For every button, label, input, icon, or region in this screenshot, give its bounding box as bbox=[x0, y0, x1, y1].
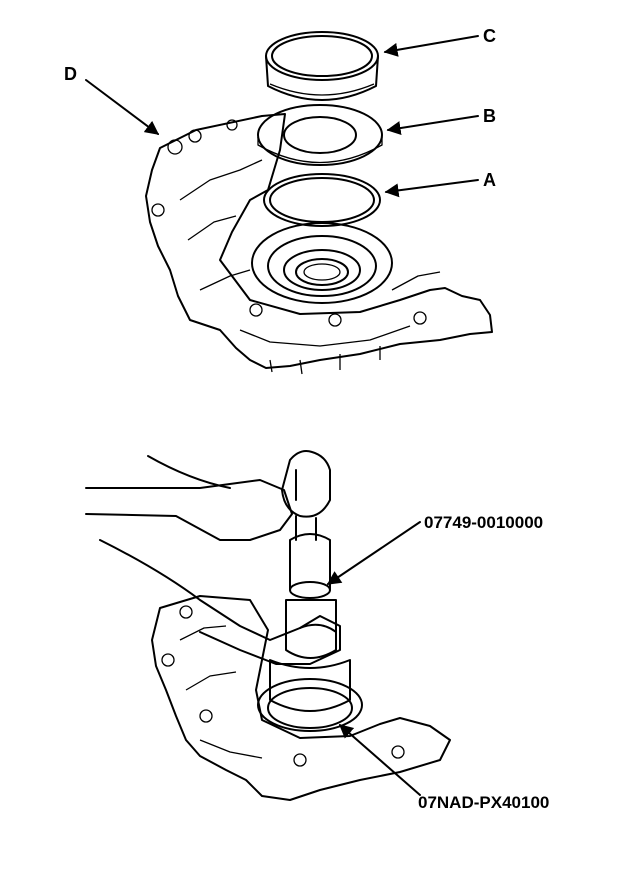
leader-a bbox=[384, 179, 479, 198]
part-b-washer bbox=[257, 104, 383, 166]
transmission-case-top bbox=[145, 113, 493, 375]
leader-attachment bbox=[338, 724, 421, 796]
leader-c bbox=[383, 35, 479, 57]
leader-driver bbox=[326, 521, 421, 585]
label-b: B bbox=[483, 106, 496, 126]
hands bbox=[85, 455, 341, 665]
part-a-o-ring bbox=[263, 173, 381, 227]
label-tool-driver: 07749-0010000 bbox=[424, 513, 543, 532]
label-d: D bbox=[64, 64, 77, 84]
top-figure: C B A D bbox=[64, 26, 496, 375]
leader-b bbox=[386, 115, 479, 135]
seal-driver-tool bbox=[269, 533, 351, 712]
hammer bbox=[281, 450, 331, 541]
bottom-figure: 07749-0010000 07NAD-PX40100 bbox=[85, 450, 549, 812]
label-a: A bbox=[483, 170, 496, 190]
transmission-case-bottom bbox=[151, 595, 451, 801]
part-c-seal-cup bbox=[265, 31, 379, 101]
label-c: C bbox=[483, 26, 496, 46]
label-tool-attachment: 07NAD-PX40100 bbox=[418, 793, 549, 812]
leader-d bbox=[85, 79, 160, 135]
